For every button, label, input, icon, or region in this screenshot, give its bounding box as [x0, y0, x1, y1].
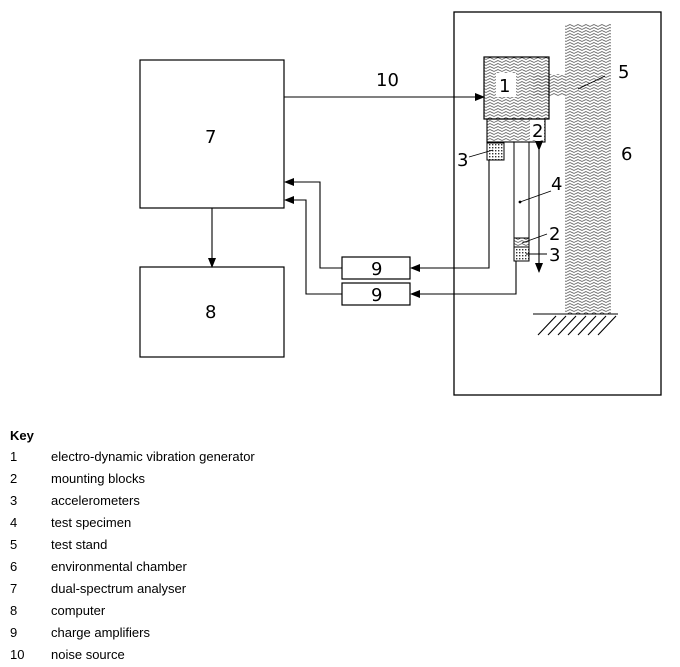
label-9-upper: 9 — [371, 259, 382, 280]
ground-hatch — [533, 313, 618, 336]
key-item-text: test specimen — [51, 515, 132, 530]
key-item-number: 10 — [10, 647, 25, 662]
key-item: 6 environmental chamber — [10, 556, 410, 578]
key-item: 5 test stand — [10, 534, 410, 556]
key-item: 4 test specimen — [10, 512, 410, 534]
key-item-number: 2 — [10, 471, 18, 486]
label-9-lower: 9 — [371, 285, 382, 306]
test-stand-column — [565, 24, 611, 314]
key-item: 3 accelerometers — [10, 490, 410, 512]
key-item: 2 mounting blocks — [10, 468, 410, 490]
label-4: 4 — [551, 174, 562, 195]
vibration-generator-label-bg — [496, 73, 516, 97]
key-legend: Key 1 electro-dynamic vibration generator… — [10, 426, 410, 666]
label-8: 8 — [205, 302, 216, 323]
key-title: Key — [10, 428, 34, 443]
test-setup-diagram: 1 2 2 3 3 4 5 6 7 8 9 9 10 — [139, 11, 662, 396]
key-item-number: 6 — [10, 559, 18, 574]
key-item: 8 computer — [10, 600, 410, 622]
key-item: 7 dual-spectrum analyser — [10, 578, 410, 600]
key-item-text: test stand — [51, 537, 108, 552]
key-item-text: environmental chamber — [51, 559, 187, 574]
key-item-number: 5 — [10, 537, 18, 552]
key-item-text: dual-spectrum analyser — [51, 581, 187, 596]
label-10: 10 — [376, 70, 399, 91]
lower-mounting-block — [513, 237, 530, 248]
key-item-number: 8 — [10, 603, 18, 618]
label-2-lower: 2 — [549, 224, 560, 245]
leader-lines — [468, 75, 606, 255]
label-1: 1 — [499, 76, 510, 97]
key-item-text: electro-dynamic vibration generator — [51, 449, 255, 464]
label-3-lower: 3 — [549, 245, 560, 266]
label-5: 5 — [618, 62, 629, 83]
label-3-upper: 3 — [457, 150, 468, 171]
key-item-number: 3 — [10, 493, 18, 508]
leader-dot — [518, 200, 522, 204]
label-6: 6 — [621, 144, 632, 165]
key-item-number: 7 — [10, 581, 18, 596]
environmental-chamber-box — [453, 11, 662, 396]
upper-accelerometer — [486, 142, 505, 161]
key-item-text: noise source — [51, 647, 125, 662]
key-item-number: 9 — [10, 625, 18, 640]
key-item: 10 noise source — [10, 644, 410, 666]
vibration-generator-box — [483, 56, 550, 120]
upper-mounting-label-bg — [530, 120, 544, 140]
key-item-text: charge amplifiers — [51, 625, 150, 640]
key-item-text: computer — [51, 603, 106, 618]
key-item-number: 4 — [10, 515, 18, 530]
label-2-upper: 2 — [532, 121, 543, 142]
label-7: 7 — [205, 127, 216, 148]
key-item-text: accelerometers — [51, 493, 140, 508]
key-item: 1 electro-dynamic vibration generator — [10, 446, 410, 468]
signal-lines — [208, 93, 517, 298]
key-item-text: mounting blocks — [51, 471, 145, 486]
key-item-number: 1 — [10, 449, 18, 464]
key-item: 9 charge amplifiers — [10, 622, 410, 644]
